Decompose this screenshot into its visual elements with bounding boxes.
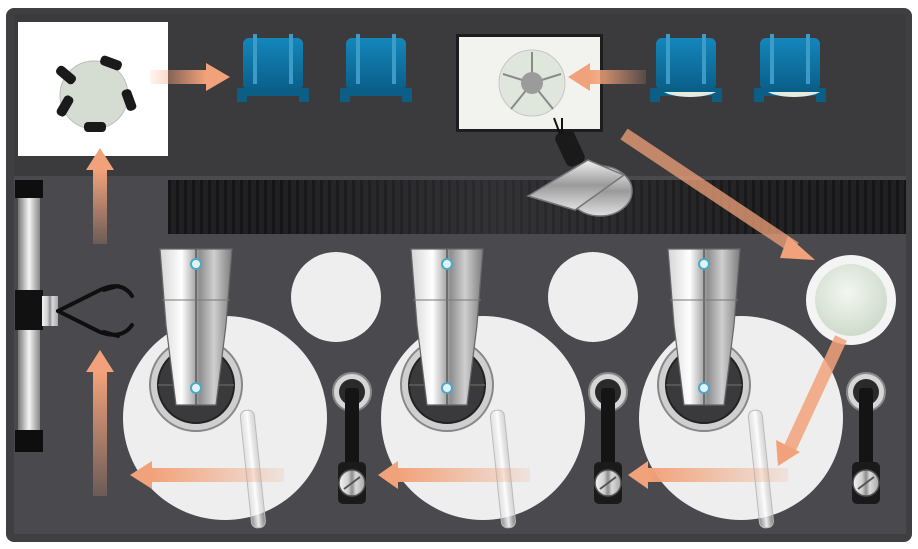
load-station	[18, 22, 168, 156]
flow-arrow-diagonal-to-unload	[620, 128, 815, 260]
gripper-icon	[56, 284, 134, 338]
flow-arrow-cassette-to-aligner	[568, 63, 646, 91]
pad-conditioner-disc-1	[291, 252, 381, 342]
platen-2	[381, 316, 585, 520]
flow-arrow-left-to-cassette	[150, 63, 230, 91]
flow-arrow-platen2-to-platen1	[378, 461, 530, 489]
cassette-empty-1	[237, 34, 309, 102]
flow-arrow-platen1-out	[130, 461, 284, 489]
platen-3	[639, 316, 843, 520]
unload-wafer	[815, 264, 887, 336]
flow-arrow-up-to-load	[86, 148, 114, 244]
cassette-empty-2	[340, 34, 412, 102]
cassette-loaded-2	[754, 34, 826, 102]
flow-arrows	[86, 63, 847, 496]
camera-icon	[526, 117, 633, 217]
robot-rail	[15, 180, 58, 452]
flow-arrow-unload-to-platen	[776, 335, 847, 466]
cassette-loaded-1	[650, 34, 722, 102]
load-cup-icon	[55, 55, 137, 132]
flow-arrow-up-from-platen	[86, 350, 114, 496]
flow-arrow-platen3-to-platen2	[628, 461, 788, 489]
pad-conditioner-disc-2	[548, 252, 638, 342]
